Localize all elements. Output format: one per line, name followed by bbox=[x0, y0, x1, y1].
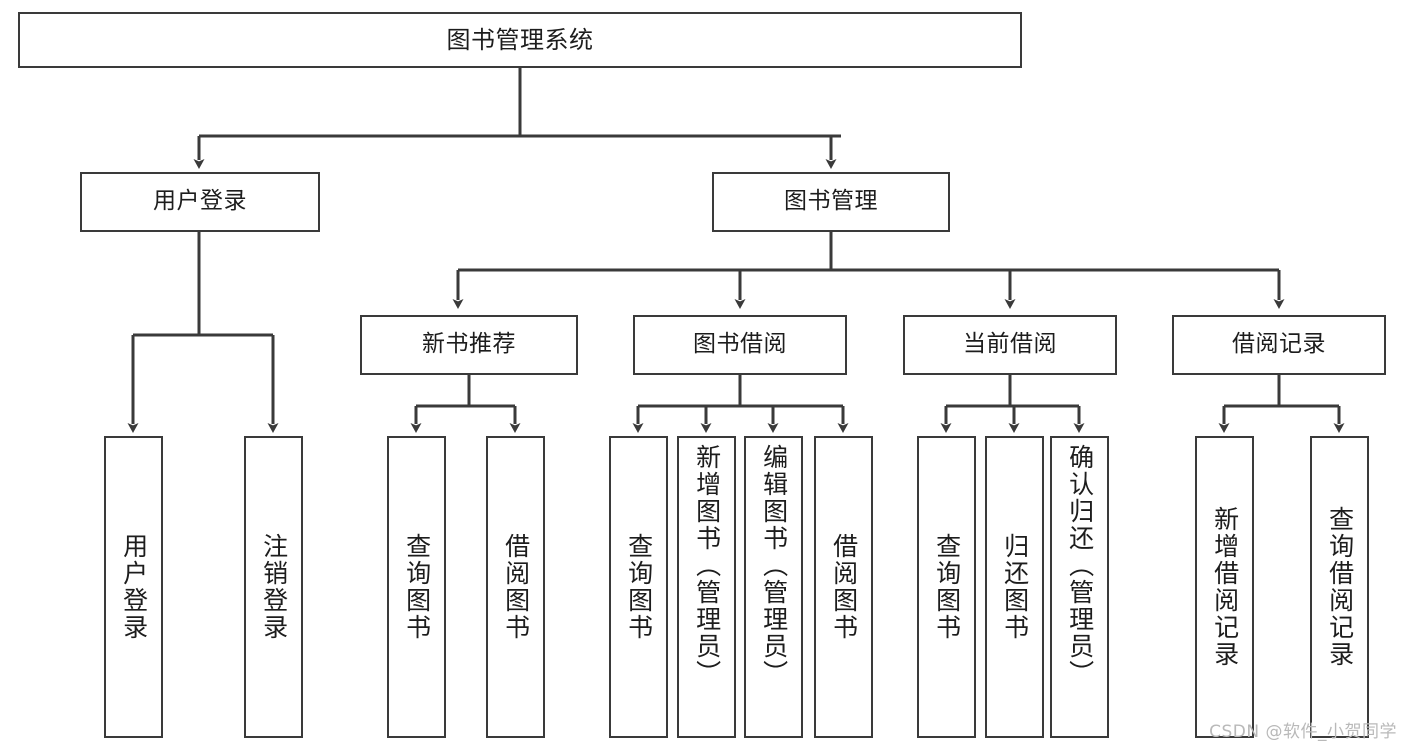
node-current-borrow-label: 当前借阅 bbox=[963, 331, 1057, 358]
leaf-add-book-label: 新增图书（管理员） bbox=[692, 444, 722, 687]
leaf-confirm-return[interactable]: 确认归还（管理员） bbox=[1050, 436, 1109, 738]
leaf-query-book-1[interactable]: 查询图书 bbox=[387, 436, 446, 738]
node-borrow-record-label: 借阅记录 bbox=[1232, 331, 1326, 358]
node-current-borrow[interactable]: 当前借阅 bbox=[903, 315, 1117, 375]
node-user-login[interactable]: 用户登录 bbox=[80, 172, 320, 232]
leaf-confirm-return-label: 确认归还（管理员） bbox=[1065, 444, 1095, 687]
leaf-query-record[interactable]: 查询借阅记录 bbox=[1310, 436, 1369, 738]
node-book-borrow[interactable]: 图书借阅 bbox=[633, 315, 847, 375]
node-book-borrow-label: 图书借阅 bbox=[693, 331, 787, 358]
leaf-add-record[interactable]: 新增借阅记录 bbox=[1195, 436, 1254, 738]
node-book-manage[interactable]: 图书管理 bbox=[712, 172, 950, 232]
node-new-book-recommend-label: 新书推荐 bbox=[422, 331, 516, 358]
node-new-book-recommend[interactable]: 新书推荐 bbox=[360, 315, 578, 375]
watermark-text: CSDN @软件_小贺同学 bbox=[1209, 722, 1397, 742]
node-book-manage-label: 图书管理 bbox=[784, 188, 878, 215]
leaf-add-record-label: 新增借阅记录 bbox=[1210, 506, 1240, 668]
leaf-borrow-book-2-label: 借阅图书 bbox=[829, 533, 859, 641]
leaf-user-logout[interactable]: 注销登录 bbox=[244, 436, 303, 738]
leaf-edit-book-label: 编辑图书（管理员） bbox=[759, 444, 789, 687]
leaf-query-book-2[interactable]: 查询图书 bbox=[609, 436, 668, 738]
leaf-query-record-label: 查询借阅记录 bbox=[1325, 506, 1355, 668]
leaf-user-logout-label: 注销登录 bbox=[259, 533, 289, 641]
leaf-return-book-label: 归还图书 bbox=[1000, 533, 1030, 641]
leaf-borrow-book-1-label: 借阅图书 bbox=[501, 533, 531, 641]
leaf-query-book-3[interactable]: 查询图书 bbox=[917, 436, 976, 738]
leaf-user-login[interactable]: 用户登录 bbox=[104, 436, 163, 738]
node-root-label: 图书管理系统 bbox=[446, 25, 594, 54]
leaf-edit-book[interactable]: 编辑图书（管理员） bbox=[744, 436, 803, 738]
leaf-query-book-1-label: 查询图书 bbox=[402, 533, 432, 641]
leaf-query-book-3-label: 查询图书 bbox=[932, 533, 962, 641]
leaf-query-book-2-label: 查询图书 bbox=[624, 533, 654, 641]
leaf-user-login-label: 用户登录 bbox=[119, 533, 149, 641]
leaf-return-book[interactable]: 归还图书 bbox=[985, 436, 1044, 738]
node-borrow-record[interactable]: 借阅记录 bbox=[1172, 315, 1386, 375]
leaf-borrow-book-1[interactable]: 借阅图书 bbox=[486, 436, 545, 738]
node-root[interactable]: 图书管理系统 bbox=[18, 12, 1022, 68]
leaf-add-book[interactable]: 新增图书（管理员） bbox=[677, 436, 736, 738]
leaf-borrow-book-2[interactable]: 借阅图书 bbox=[814, 436, 873, 738]
node-user-login-label: 用户登录 bbox=[153, 188, 247, 215]
